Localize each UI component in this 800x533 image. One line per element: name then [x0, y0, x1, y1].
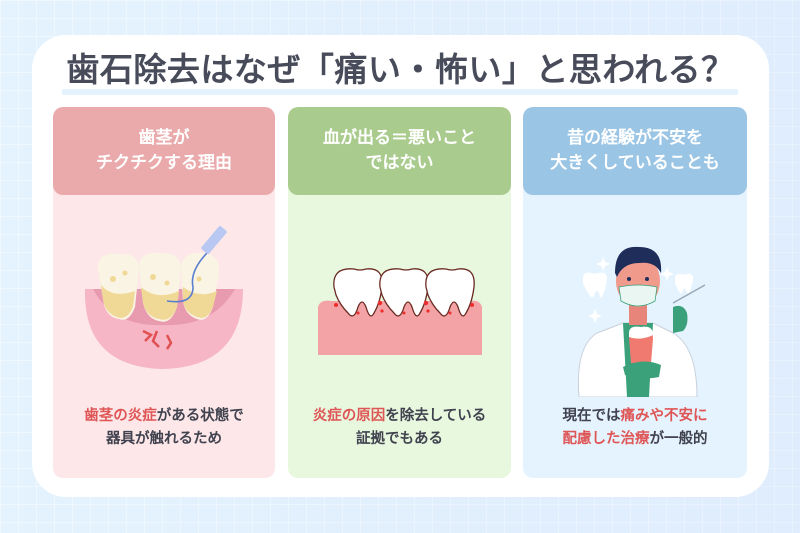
dentist-illustration [523, 207, 747, 398]
header-line: チクチクする理由 [96, 153, 232, 173]
caption-text: 現在では [562, 408, 621, 424]
caption-text: 器具が触れるため [106, 431, 222, 447]
column-past-experience: 昔の経験が不安を 大きくしていることも [523, 107, 747, 478]
caption-text: 証拠でもある [356, 431, 443, 447]
column-gum-pain: 歯茎が チクチクする理由 [53, 107, 275, 478]
column-caption: 炎症の原因を除去している 証拠でもある [288, 405, 511, 451]
tartar-teeth-scaler-illustration [53, 207, 275, 397]
header-line: 歯茎が [138, 128, 190, 148]
column-header: 昔の経験が不安を 大きくしていることも [523, 107, 747, 195]
caption-text: を除去している [385, 408, 487, 424]
caption-text: が一般的 [649, 431, 708, 447]
header-line: ではない [365, 153, 434, 173]
column-header: 血が出る＝悪いこと ではない [288, 107, 511, 195]
infographic-panel: 歯石除去はなぜ「痛い・怖い」と思われる？ 歯茎が チクチクする理由 [32, 35, 769, 497]
header-line: 昔の経験が不安を [567, 128, 703, 148]
column-caption: 現在では痛みや不安に 配慮した治療が一般的 [523, 405, 747, 451]
header-line: 大きくしていることも [550, 153, 720, 173]
caption-text: がある状態で [156, 408, 244, 424]
column-header: 歯茎が チクチクする理由 [53, 107, 275, 195]
column-bleeding: 血が出る＝悪いこと ではない 炎症の原因を除去して [288, 107, 511, 478]
caption-highlight: 配慮した治療 [562, 431, 650, 447]
page-title: 歯石除去はなぜ「痛い・怖い」と思われる？ [66, 50, 735, 89]
column-caption: 歯茎の炎症がある状態で 器具が触れるため [53, 405, 275, 451]
caption-highlight: 痛みや不安に [620, 408, 708, 424]
title-underline [62, 89, 738, 95]
header-line: 血が出る＝悪いこと [323, 128, 476, 148]
bleeding-gums-illustration [288, 207, 511, 397]
caption-highlight: 歯茎の炎症 [84, 408, 157, 424]
caption-highlight: 炎症の原因 [312, 408, 386, 424]
